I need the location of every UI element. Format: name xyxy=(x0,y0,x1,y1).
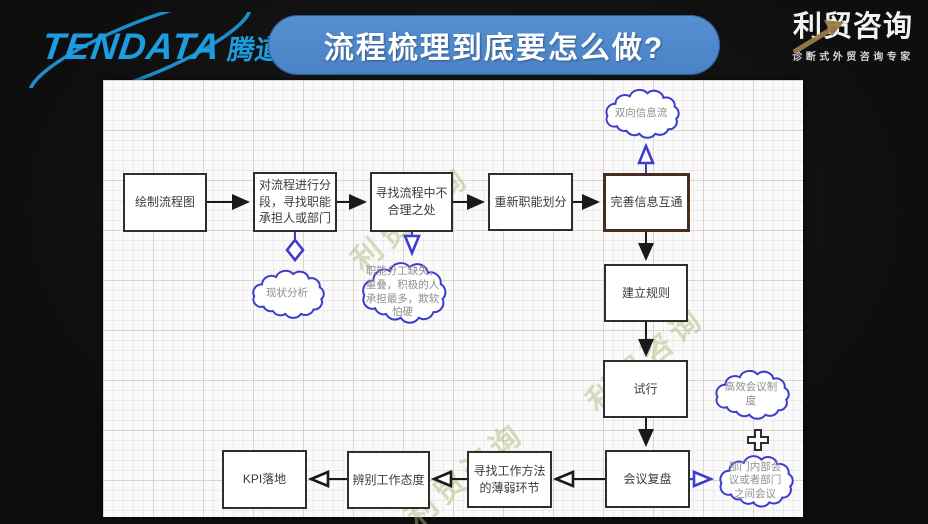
cloud-function-gaps: 职能分工缺失，重叠，积极的人承担最多，欺软怕硬 xyxy=(357,257,448,328)
flow-box-segment-process: 对流程进行分段，寻找职能承担人或部门 xyxy=(253,172,337,232)
flow-box-find-weak-methods: 寻找工作方法的薄弱环节 xyxy=(467,451,552,508)
cloud-label: 高效会议制度 xyxy=(724,380,778,407)
limao-tagline: 诊断式外贸咨询专家 xyxy=(792,51,914,63)
flow-box-trial-run: 试行 xyxy=(603,360,688,418)
title-banner: 流程梳理到底要怎么做? xyxy=(268,15,720,75)
orbit-swoosh-icon xyxy=(28,12,252,88)
cloud-shape-icon xyxy=(711,366,791,423)
cloud-shape-icon xyxy=(715,451,795,511)
flow-box-improve-info-flow: 完善信息互通 xyxy=(603,173,690,232)
flow-box-draw-flowchart: 绘制流程图 xyxy=(123,173,207,232)
tendata-wordmark: TENDATA xyxy=(39,26,224,67)
slide-title: 流程梳理到底要怎么做? xyxy=(323,32,665,65)
cloud-dept-meetings: 部门内部会议或者部门之间会议 xyxy=(715,451,795,511)
cloud-shape-icon xyxy=(248,266,326,322)
cloud-status-analysis: 现状分析 xyxy=(248,266,326,322)
flow-box-meeting-review: 会议复盘 xyxy=(605,450,690,508)
cloud-bidirectional-info: 双向信息流 xyxy=(601,85,681,142)
flow-box-kpi-landing: KPI落地 xyxy=(222,450,307,509)
cloud-label: 部门内部会议或者部门之间会议 xyxy=(728,460,782,500)
flow-box-identify-attitude: 辨别工作态度 xyxy=(347,451,430,509)
plus-icon xyxy=(747,429,769,451)
gold-arrow-icon xyxy=(792,20,844,55)
cloud-label: 双向信息流 xyxy=(614,106,668,119)
cloud-shape-icon xyxy=(601,85,681,142)
tendata-logo: TENDATA腾道 xyxy=(14,12,284,88)
cloud-label: 职能分工缺失，重叠，积极的人承担最多，欺软怕硬 xyxy=(365,265,440,319)
flow-box-redivide-functions: 重新职能划分 xyxy=(488,173,573,231)
cloud-shape-icon xyxy=(357,257,448,328)
cloud-label: 现状分析 xyxy=(266,287,308,300)
flowchart-canvas: 利贸咨询 利贸咨询 利贸咨询 xyxy=(103,80,803,524)
connector-layer xyxy=(207,80,803,517)
flow-box-establish-rules: 建立规则 xyxy=(604,264,688,322)
flow-box-find-unreasonable: 寻找流程中不合理之处 xyxy=(370,172,453,232)
limao-logo: 利贸咨询 诊断式外贸咨询专家 xyxy=(778,11,928,74)
cloud-efficient-meetings: 高效会议制度 xyxy=(711,366,791,423)
